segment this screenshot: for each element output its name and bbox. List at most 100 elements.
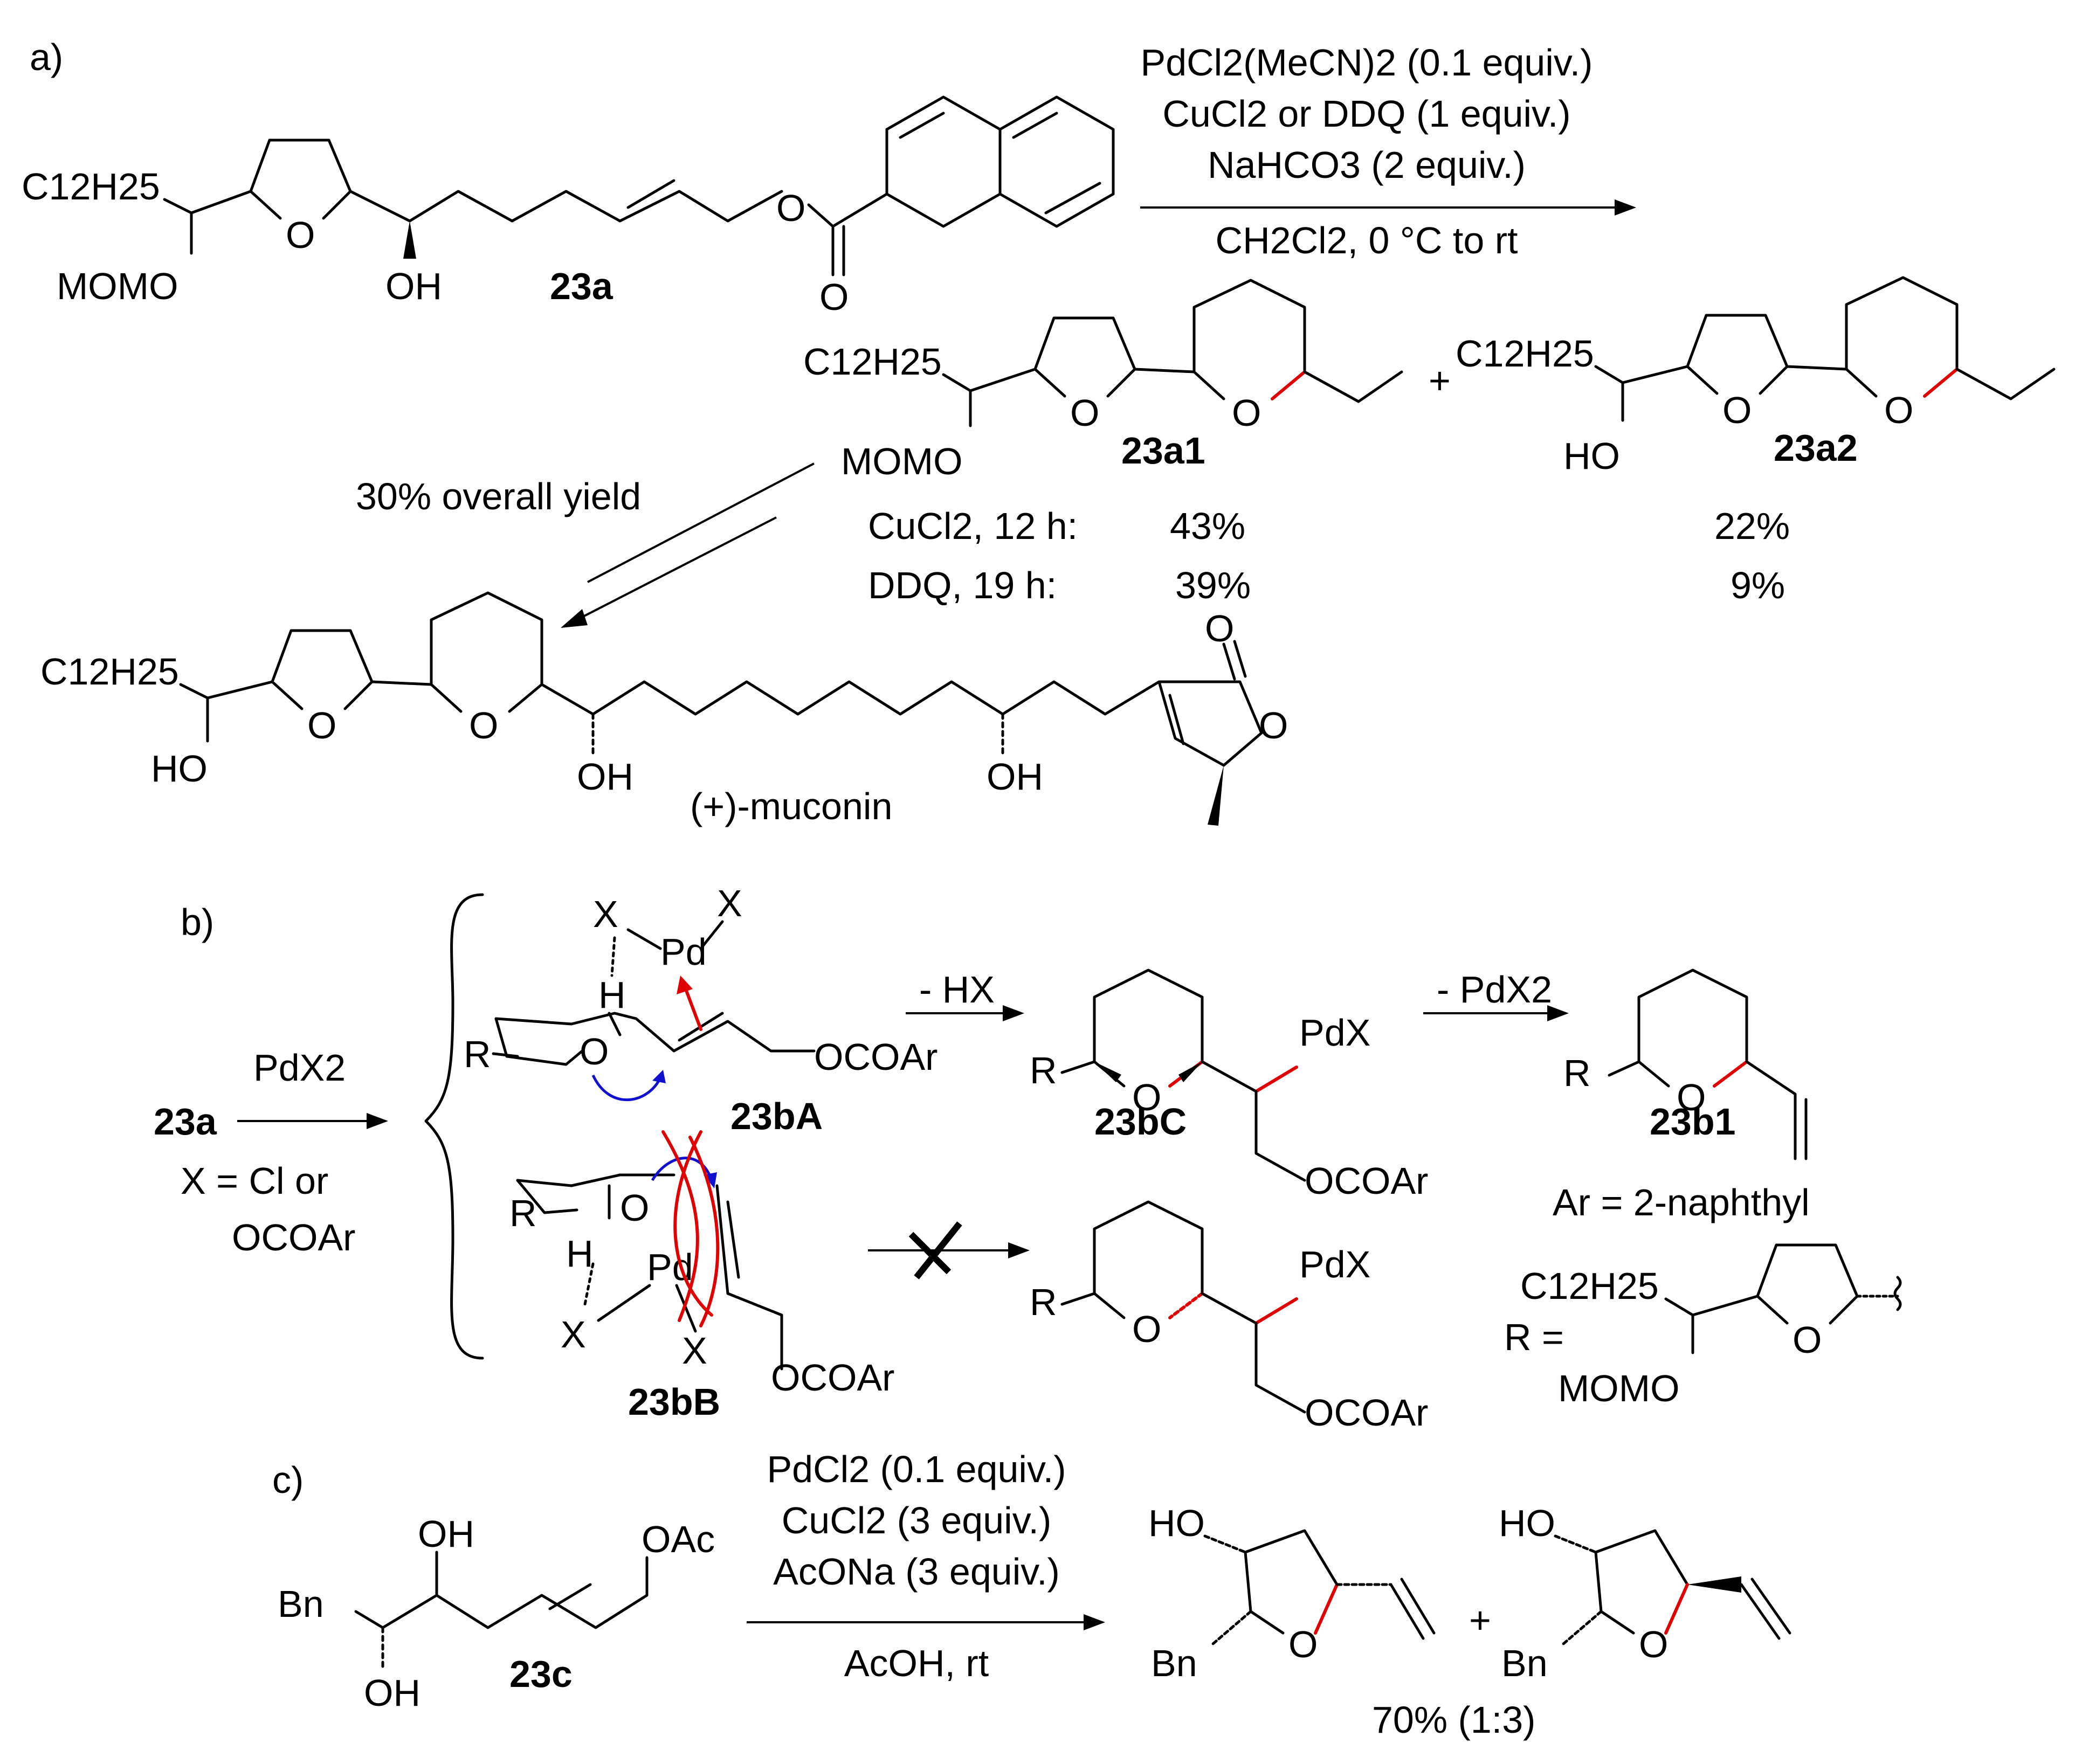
carbonyl-oxygen: O [1205, 607, 1234, 649]
plus-sign: + [1429, 359, 1451, 402]
r-definition: R = [1504, 1316, 1564, 1358]
condition-a-line4: CH2Cl2, 0 °C to rt [1216, 219, 1518, 261]
yield-table-a: CuCl2, 12 h: 43% 22% DDQ, 19 h: 39% 9% [868, 505, 1790, 606]
r-group: R [1030, 1281, 1057, 1323]
cucl2-yield-23a1: 43% [1170, 505, 1245, 547]
arrow-minus-hx: - HX [906, 969, 1024, 1021]
ring-oxygen: O [1132, 1308, 1161, 1350]
structure-thf-product-2: HO O Bn [1499, 1502, 1791, 1684]
structure-23b1: O R 23b1 [1563, 969, 1808, 1160]
ring-oxygen: O [620, 1187, 649, 1229]
conditions-c: PdCl2 (0.1 equiv.) CuCl2 (3 equiv.) AcON… [747, 1448, 1105, 1684]
minus-hx-label: - HX [919, 969, 995, 1011]
r-group: R [509, 1192, 537, 1234]
panel-label-a: a) [30, 36, 63, 78]
h-atom: H [566, 1233, 594, 1275]
oh-label: OH [577, 756, 633, 798]
bn-label: Bn [1151, 1642, 1197, 1684]
ho-label: HO [1148, 1502, 1205, 1544]
panel-label-b: b) [181, 901, 214, 943]
compound-23a-label: 23a [550, 265, 613, 307]
c12h25-label: C12H25 [22, 165, 160, 207]
reagent-pdx2: PdX2 [253, 1047, 346, 1089]
bn-label: Bn [278, 1583, 324, 1625]
condition-c-line1: PdCl2 (0.1 equiv.) [767, 1448, 1066, 1490]
condition-a-line1: PdCl2(MeCN)2 (0.1 equiv.) [1141, 41, 1593, 84]
ho-label: HO [1563, 435, 1620, 477]
carbonyl-oxygen: O [819, 276, 849, 318]
oh-label: OH [418, 1513, 474, 1555]
r-group: R [1563, 1052, 1591, 1094]
x-ligand: X [593, 893, 618, 935]
h-atom: H [598, 974, 626, 1016]
r-group: R [1030, 1049, 1057, 1091]
thf-oxygen: O [1070, 392, 1099, 434]
ester-oxygen: O [776, 187, 805, 229]
structure-23c: OH OAc Bn OH 23c [278, 1513, 715, 1714]
thf-oxygen: O [1722, 389, 1752, 431]
condition-a-line3: NaHCO3 (2 equiv.) [1208, 144, 1526, 186]
ho-label: HO [151, 748, 208, 790]
compound-23bB-label: 23bB [628, 1381, 720, 1423]
compound-muconin-label: (+)-muconin [690, 785, 892, 827]
structure-23a2: C12H25 HO O O 23a2 [1456, 276, 2056, 477]
condition-a-line2: CuCl2 or DDQ (1 equiv.) [1162, 93, 1570, 135]
ddq-yield-23a2: 9% [1731, 564, 1785, 606]
overall-yield-label: 30% overall yield [356, 475, 641, 517]
thp-oxygen: O [1232, 392, 1261, 434]
blocked-arrow [868, 1221, 1030, 1279]
yield-c-label: 70% (1:3) [1372, 1699, 1535, 1741]
arrow-minus-pdx2: - PdX2 [1423, 969, 1569, 1021]
c12h25-label: C12H25 [40, 651, 179, 693]
oac-label: OAc [642, 1518, 715, 1560]
brace [424, 893, 484, 1360]
compound-23bA-label: 23bA [730, 1095, 823, 1137]
thf-oxygen: O [286, 214, 315, 256]
ocoar-label: OCOAr [1305, 1160, 1428, 1202]
x-definition-1: X = Cl or [181, 1160, 328, 1202]
c12h25-label: C12H25 [803, 341, 942, 383]
ring-oxygen: O [1288, 1623, 1318, 1665]
structure-23bB: O R H Pd X X OCOAr 23bB [509, 1130, 894, 1423]
bn-label: Bn [1501, 1642, 1548, 1684]
compound-23a1-label: 23a1 [1121, 430, 1205, 472]
compound-23b1-label: 23b1 [1650, 1101, 1736, 1143]
structure-muconin: C12H25 HO O O OH OH (+)-muconin O O [40, 591, 1288, 827]
structure-thf-product-1: HO O Bn [1148, 1502, 1436, 1684]
cucl2-yield-label: CuCl2, 12 h: [868, 505, 1078, 547]
structure-23bA: X X Pd H R O OCOAr 23bA [464, 882, 937, 1137]
thp-oxygen: O [1884, 389, 1913, 431]
ring-oxygen: O [580, 1030, 609, 1073]
x-ligand: X [717, 882, 742, 924]
compound-23bC-label: 23bC [1094, 1101, 1187, 1143]
cucl2-yield-23a2: 22% [1714, 505, 1790, 547]
compound-23a-label: 23a [154, 1101, 217, 1143]
structure-trans-thp: O R PdX OCOAr [1030, 1200, 1428, 1434]
pdx-label: PdX [1299, 1243, 1370, 1285]
ring-oxygen: O [1639, 1623, 1668, 1665]
ddq-yield-label: DDQ, 19 h: [868, 564, 1057, 606]
reactant-23a-arrow: PdX2 23a X = Cl or OCOAr [154, 1047, 388, 1258]
r-ar-definitions: Ar = 2-naphthyl C12H25 R = MOMO O [1504, 1181, 1902, 1409]
structure-23a1: C12H25 MOMO O O 23a1 [803, 279, 1403, 482]
ocoar-label: OCOAr [1305, 1392, 1428, 1434]
ring-oxygen: O [1677, 1076, 1706, 1118]
pdx-label: PdX [1299, 1012, 1370, 1054]
c12h25-label: C12H25 [1520, 1265, 1659, 1307]
structure-23bC: O R PdX OCOAr 23bC [1030, 969, 1428, 1202]
lactone-oxygen: O [1259, 704, 1288, 746]
x-ligand: X [682, 1330, 707, 1372]
structure-23a: C12H25 MOMO O OH 23a O O [22, 95, 1115, 318]
r-group: R [464, 1033, 491, 1075]
x-ligand: X [561, 1313, 586, 1355]
condition-c-line3: AcONa (3 equiv.) [773, 1551, 1060, 1593]
ho-label: HO [1499, 1502, 1555, 1544]
thf-oxygen: O [307, 704, 336, 746]
c12h25-label: C12H25 [1456, 333, 1594, 375]
momo-label: MOMO [57, 265, 178, 307]
ring-oxygen: O [1132, 1076, 1161, 1118]
thf-oxygen: O [1793, 1319, 1822, 1361]
ddq-yield-23a1: 39% [1175, 564, 1251, 606]
compound-23c-label: 23c [509, 1653, 573, 1695]
